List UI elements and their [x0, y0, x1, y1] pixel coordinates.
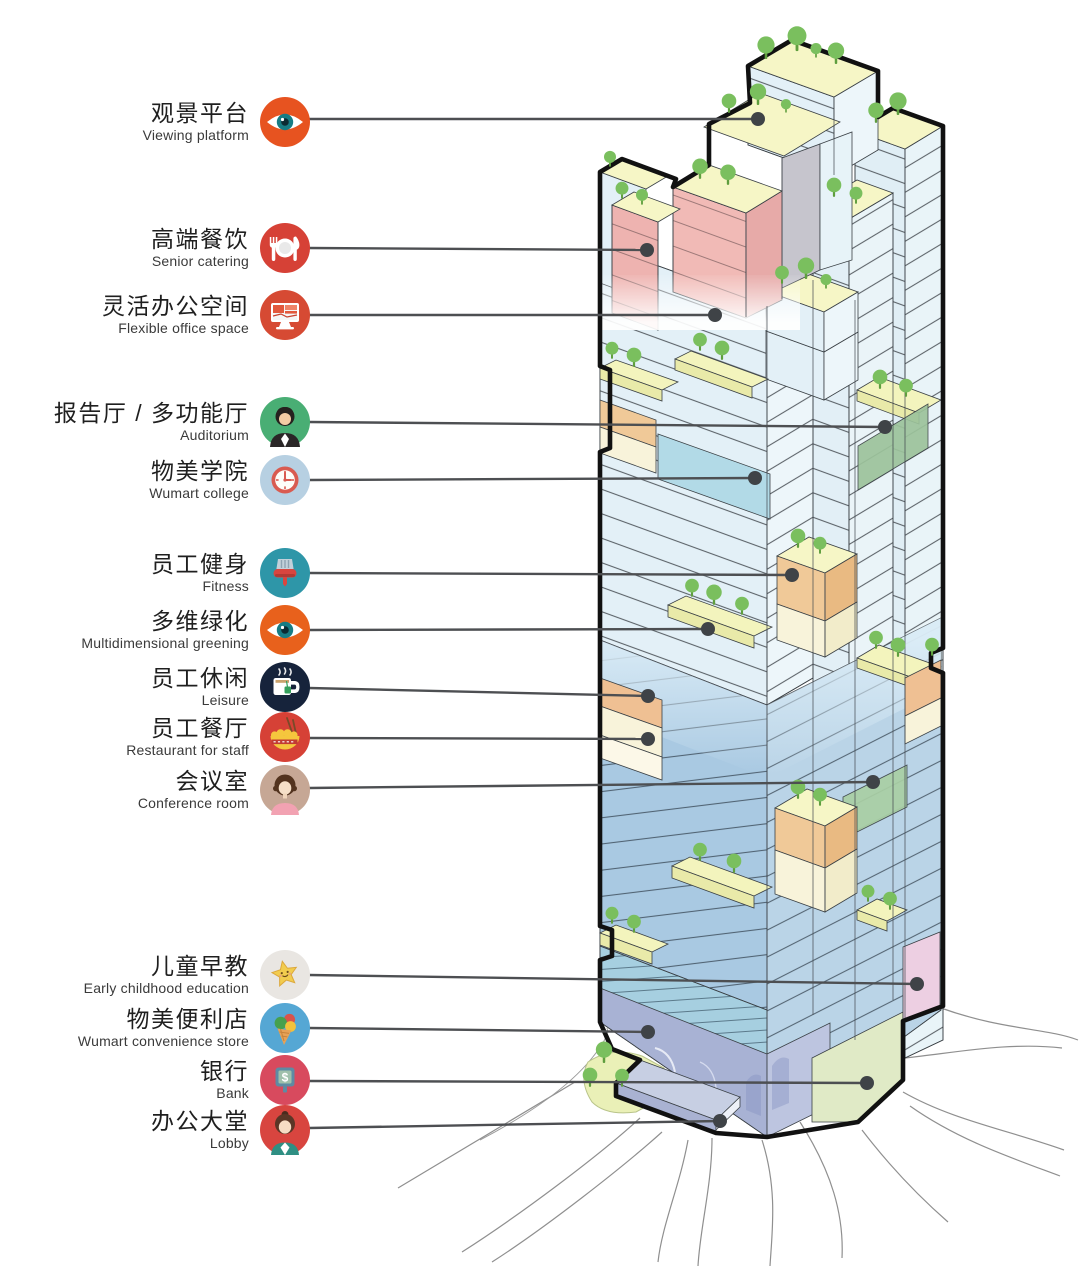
star-icon: [260, 950, 310, 1000]
callout-bank: [308, 1076, 874, 1090]
legend-item-flexible-office: 灵活办公空间 Flexible office space: [0, 290, 310, 340]
label-zh: 儿童早教: [151, 953, 249, 980]
label-zh: 高端餐饮: [151, 226, 249, 253]
label-zh: 多维绿化: [151, 608, 249, 635]
label-en: Auditorium: [180, 426, 249, 443]
label-zh: 观景平台: [151, 100, 249, 127]
label-zh: 银行: [200, 1058, 249, 1085]
legend-item-restaurant: 员工餐厅 Restaurant for staff: [0, 712, 310, 762]
legend-item-fitness: 员工健身 Fitness: [0, 548, 310, 598]
tea-cup-icon: [260, 662, 310, 712]
clock-icon: [260, 455, 310, 505]
eye-icon: [260, 97, 310, 147]
label-zh: 物美便利店: [126, 1006, 249, 1033]
legend-item-bank: 银行 Bank $: [0, 1055, 310, 1105]
label-zh: 物美学院: [151, 458, 249, 485]
callout-convenience-store: [308, 1025, 655, 1039]
callout-lobby: [308, 1114, 727, 1130]
callout-restaurant: [308, 732, 655, 746]
dollar-sign-icon: $: [260, 1055, 310, 1105]
label-en: Senior catering: [151, 252, 249, 269]
callout-flexible-office: [309, 308, 722, 322]
label-en: Multidimensional greening: [81, 634, 249, 651]
callout-education: [308, 973, 924, 991]
label-en: Conference room: [137, 794, 249, 811]
legend-item-greening: 多维绿化 Multidimensional greening: [0, 605, 310, 655]
receptionist-icon: [260, 1105, 310, 1155]
noodle-bowl-icon: [260, 712, 310, 762]
label-zh: 员工休闲: [151, 665, 249, 692]
label-zh: 报告厅 / 多功能厅: [53, 400, 249, 427]
label-zh: 会议室: [175, 768, 249, 795]
legend-item-senior-catering: 高端餐饮 Senior catering: [0, 223, 310, 273]
legend-item-lobby: 办公大堂 Lobby: [0, 1105, 310, 1155]
legend-item-wumart-college: 物美学院 Wumart college: [0, 455, 310, 505]
callout-leisure: [308, 686, 655, 703]
label-zh: 办公大堂: [151, 1108, 249, 1135]
callout-lines: [308, 112, 924, 1130]
label-en: Early childhood education: [83, 979, 249, 996]
callout-auditorium: [308, 420, 892, 434]
legend-item-leisure: 员工休闲 Leisure: [0, 662, 310, 712]
seam-lines: [599, 98, 906, 1135]
computer-icon: [260, 290, 310, 340]
college-band: [657, 433, 771, 520]
callout-senior-catering: [308, 243, 654, 257]
legend-item-auditorium: 报告厅 / 多功能厅 Auditorium: [0, 397, 310, 447]
label-en: Wumart college: [149, 484, 249, 501]
legend-item-education: 儿童早教 Early childhood education: [0, 950, 310, 1000]
svg-text:$: $: [282, 1071, 289, 1085]
callout-viewing-platform: [309, 112, 765, 126]
label-en: Flexible office space: [118, 319, 249, 336]
legend-item-conference: 会议室 Conference room: [0, 765, 310, 815]
label-en: Viewing platform: [142, 126, 249, 143]
label-en: Leisure: [201, 691, 249, 708]
label-en: Lobby: [209, 1134, 249, 1151]
label-en: Bank: [216, 1084, 249, 1101]
label-zh: 员工健身: [151, 551, 249, 578]
presenter-person-icon: [260, 397, 310, 447]
dining-plate-icon: [260, 223, 310, 273]
legend-item-viewing-platform: 观景平台 Viewing platform: [0, 97, 310, 147]
legend-item-convenience-store: 物美便利店 Wumart convenience store: [0, 1003, 310, 1053]
label-en: Fitness: [202, 577, 249, 594]
label-zh: 员工餐厅: [151, 715, 249, 742]
ice-cream-icon: [260, 1003, 310, 1053]
callout-conference: [308, 775, 880, 790]
label-zh: 灵活办公空间: [102, 293, 249, 320]
woman-icon: [260, 765, 310, 815]
pushpin-icon: [260, 548, 310, 598]
label-en: Restaurant for staff: [126, 741, 249, 758]
callout-greening: [308, 622, 715, 636]
eye-icon: [260, 605, 310, 655]
label-en: Wumart convenience store: [77, 1032, 249, 1049]
callout-fitness: [308, 568, 799, 582]
callout-wumart-college: [308, 471, 762, 485]
